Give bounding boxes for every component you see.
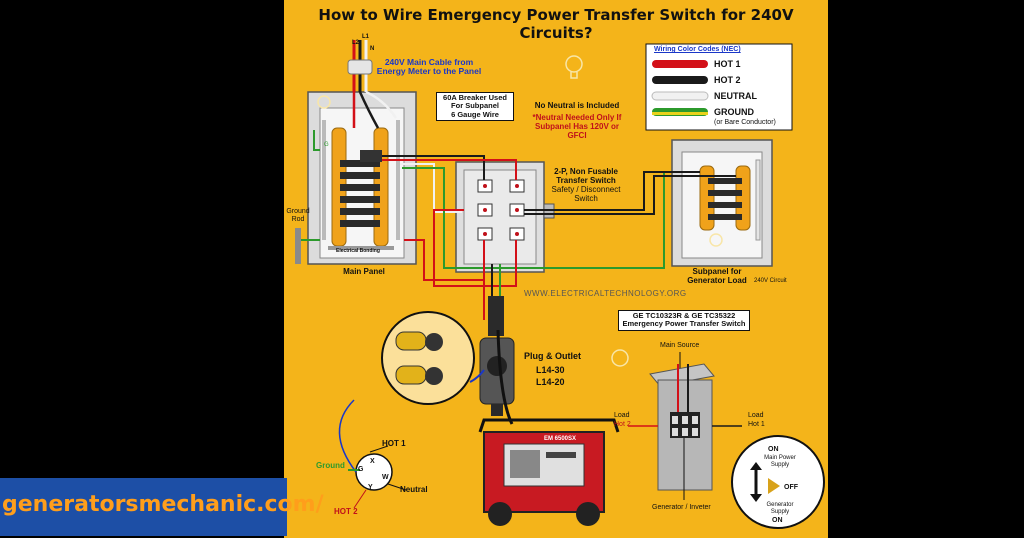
feeder-wires	[313, 130, 736, 287]
main-panel	[307, 91, 417, 265]
load-hot1-label: Load	[748, 412, 764, 419]
terminal-n: N	[370, 46, 375, 52]
transfer-switch	[455, 161, 555, 273]
selector-dial	[731, 435, 825, 529]
ground-rod-label: Rod	[291, 216, 305, 223]
outlet-box	[479, 337, 515, 416]
pin-w: W	[382, 474, 389, 481]
subpanel	[671, 139, 773, 267]
watermark-banner: generatorsmechanic.com/	[0, 478, 324, 536]
pin-x: X	[370, 458, 375, 465]
subpanel-label: Subpanel for	[692, 267, 742, 276]
bonding-label: Electrical Bonding	[336, 248, 380, 254]
pin-ground-label: Ground	[316, 461, 345, 470]
pin-g: G	[358, 466, 364, 473]
legend-hot2: HOT 2	[714, 75, 741, 85]
no-neutral-label: No Neutral is Included	[534, 101, 620, 110]
main-panel-label: Main Panel	[343, 267, 385, 276]
generator	[478, 329, 620, 526]
legend-ground-sub: (or Bare Conductor)	[714, 119, 776, 126]
pin-y: Y	[368, 484, 373, 491]
dial-main-supply: Supply	[770, 462, 790, 468]
breaker-note-line: 6 Gauge Wire	[451, 109, 499, 119]
legend-neutral: NEUTRAL	[714, 91, 757, 101]
legend-hot1: HOT 1	[714, 59, 741, 69]
pin-hot1-label: HOT 1	[382, 439, 406, 448]
dial-gen-supply: Generator	[766, 502, 794, 508]
load-hot2-label: Hot 2	[614, 421, 631, 428]
circuit-240-label: 240V Circuit	[754, 278, 787, 284]
website-label: WWW.ELECTRICALTECHNOLOGY.ORG	[524, 289, 687, 298]
terminal-g: G	[324, 142, 329, 148]
plug-zoom	[381, 311, 485, 405]
terminal-l2: L2	[352, 40, 360, 46]
pin-neutral-label: Neutral	[400, 485, 428, 494]
breaker-note: 60A Breaker Used For Subpanel 6 Gauge Wi…	[436, 92, 514, 121]
neutral-needed-line: Subpanel Has 120V or GFCI	[534, 122, 620, 140]
wiring-diagram	[295, 40, 825, 529]
generator-inverter-label: Generator / Inveter	[652, 504, 711, 511]
watermark-text: generatorsmechanic.com/	[2, 492, 324, 517]
terminal-l1: L1	[362, 34, 370, 40]
service-cable	[347, 40, 398, 129]
subpanel-label: Generator Load	[687, 276, 747, 285]
diagram-title: How to Wire Emergency Power Transfer Swi…	[318, 6, 794, 42]
generator-brand: EM 6500SX	[544, 436, 577, 442]
legend-ground: GROUND	[714, 107, 754, 117]
diagram-canvas: How to Wire Emergency Power Transfer Swi…	[284, 0, 828, 538]
dial-main-supply: Main Power	[764, 455, 796, 461]
dial-off: OFF	[784, 484, 798, 491]
legend-swatches	[645, 43, 793, 131]
breaker-note-line: 60A Breaker Used	[443, 93, 507, 102]
ge-label-line: Emergency Power Transfer Switch	[622, 319, 746, 329]
switch-label-line: 2-P, Non Fusable	[554, 167, 618, 176]
switch-label-line: Switch	[574, 194, 598, 203]
switch-label-line: Transfer Switch	[556, 176, 616, 185]
lightbulb-icon	[317, 55, 723, 367]
plug-outlet-label: L14-20	[536, 377, 565, 387]
plug-pin-diagram	[338, 399, 407, 509]
main-source-label: Main Source	[660, 342, 700, 349]
load-hot2-label: Load	[614, 412, 630, 419]
outlet-cable	[483, 264, 504, 336]
dial-on-top: ON	[768, 446, 779, 453]
ge-transfer-switch	[628, 352, 742, 500]
plug-outlet-label: Plug & Outlet	[524, 351, 581, 361]
neutral-needed-line: *Neutral Needed Only If	[532, 113, 622, 122]
main-cable-label: 240V Main Cable from Energy Meter to the…	[376, 57, 482, 77]
ge-label-box: GE TC10323R & GE TC35322 Emergency Power…	[618, 310, 750, 331]
load-hot1-label: Hot 1	[748, 421, 765, 428]
dial-on-bottom: ON	[772, 517, 783, 524]
breaker-note-line: For Subpanel	[451, 101, 499, 111]
ground-rod-label: Ground	[286, 208, 310, 215]
legend-heading: Wiring Color Codes (NEC)	[654, 46, 741, 53]
switch-label-line: Safety / Disconnect	[551, 185, 621, 194]
dial-gen-supply: Supply	[770, 509, 790, 515]
ge-label-line: GE TC10323R & GE TC35322	[632, 311, 736, 320]
ground-rod	[295, 228, 320, 264]
pin-hot2-label: HOT 2	[334, 507, 358, 516]
plug-outlet-label: L14-30	[536, 365, 565, 375]
